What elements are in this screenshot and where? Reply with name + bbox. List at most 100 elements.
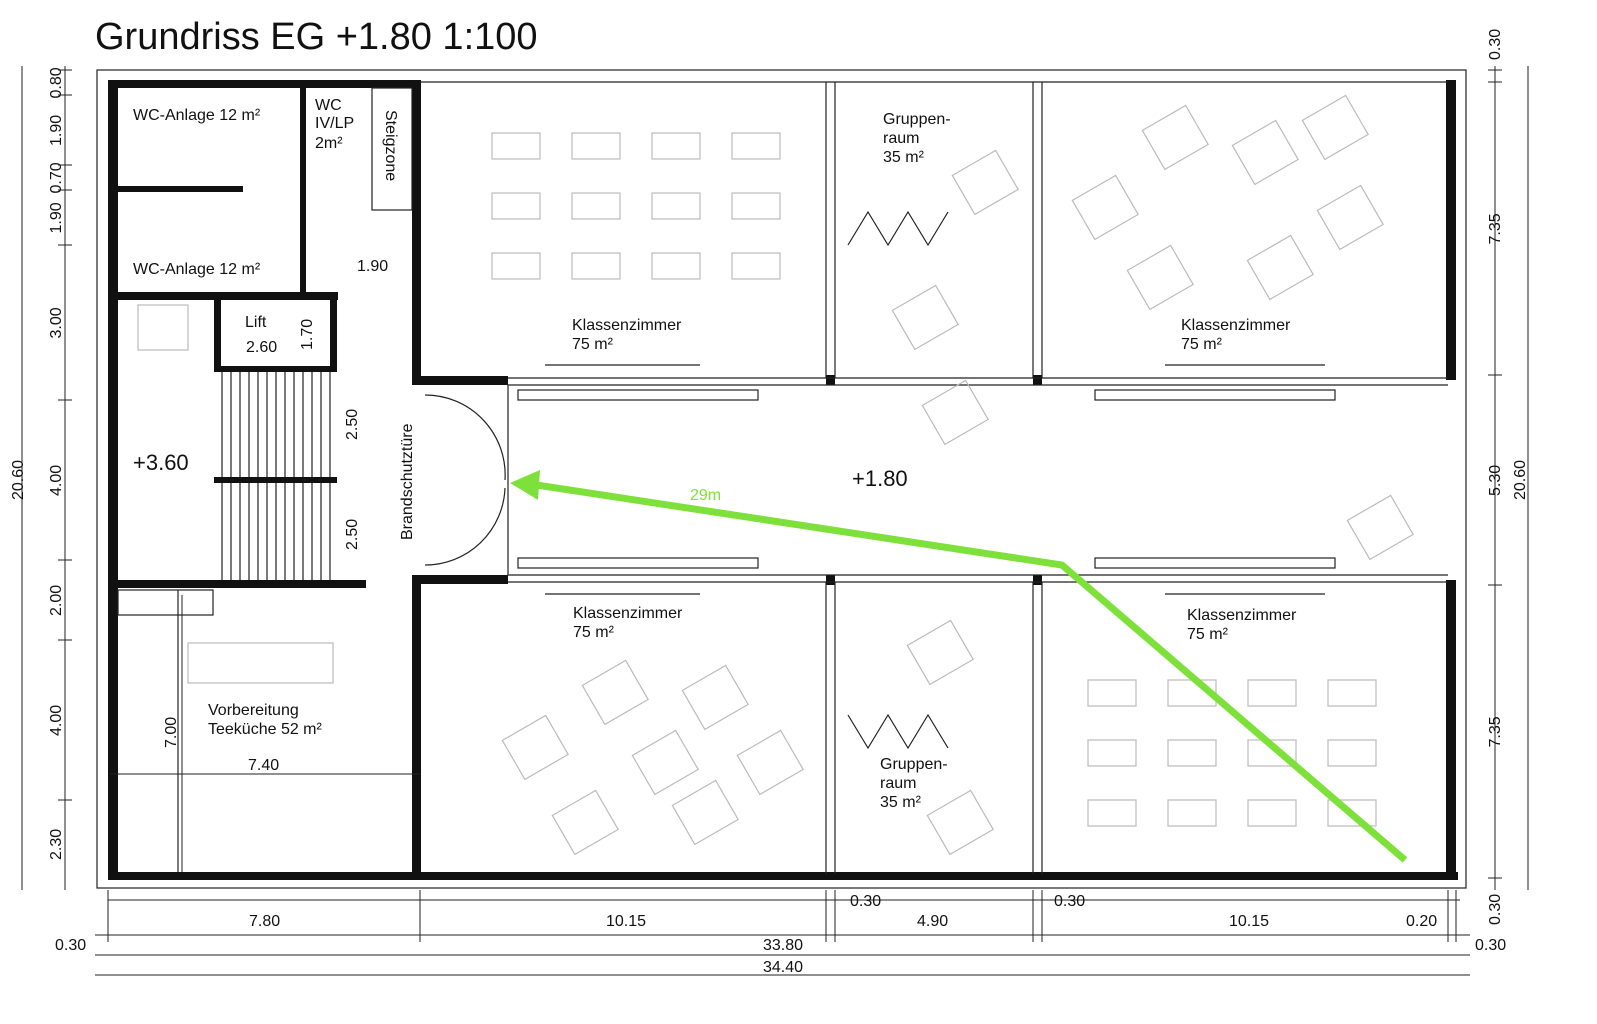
table-group [631,729,699,796]
corridor-width: 1.90 [357,258,388,275]
table-group [1071,174,1139,241]
room-steigzone: Steigzone [382,110,399,181]
dim-left-8: 2.30 [48,829,65,860]
stair-dim-1: 2.50 [344,409,361,440]
dim-bottom-1: 10.15 [606,913,646,930]
dim-bottom-4: 0.30 [1054,893,1085,910]
room-klasse-tr-area: 75 m² [1181,336,1223,353]
table-group [1301,94,1369,161]
dim-bottom-right: 0.30 [1475,937,1506,954]
desk [731,192,781,220]
drawing-title: Grundriss EG +1.80 1:100 [95,16,538,58]
room-gruppe-b-area: 35 m² [880,794,922,811]
table-group [1246,234,1314,301]
desk [491,252,541,280]
desk [491,192,541,220]
teekueche-width: 7.40 [248,757,279,774]
dim-left-0: 0.80 [48,67,65,98]
room-gruppe-t-area: 35 m² [883,149,925,166]
room-wc-iv-area: 2m² [315,135,343,152]
escape-route: 29m [510,470,1408,863]
dim-left-1: 1.90 [48,115,65,146]
dim-left-5: 4.00 [48,465,65,496]
table-group [671,779,739,846]
dim-bottom-0: 7.80 [249,913,280,930]
plot-outline [96,69,1467,889]
table-group [921,379,989,446]
table-group [551,789,619,856]
dim-left-3: 1.90 [48,202,65,233]
desk [1087,679,1137,707]
furniture [137,94,1414,856]
room-gruppe-b-2: raum [880,775,916,792]
room-lift: Lift [245,314,267,331]
dim-right-2: 5.30 [1487,465,1504,496]
desk [731,132,781,160]
table-group [1141,104,1209,171]
dim-bottom-2: 0.30 [850,893,881,910]
fire-door-label: Brandschutztüre [399,423,416,540]
room-gruppe-t: Gruppen- [883,111,951,128]
dim-right-3: 7.35 [1487,716,1504,747]
desk [571,132,621,160]
room-teekueche: Vorbereitung [208,702,299,719]
partitions [117,81,1448,874]
room-klasse-tl-area: 75 m² [572,336,614,353]
lift-width: 2.60 [246,339,277,356]
desk [1247,679,1297,707]
room-klasse-br: Klassenzimmer [1187,607,1297,624]
room-wc-upper: WC-Anlage 12 m² [133,107,261,124]
room-teekueche-area: Teeküche 52 m² [208,721,323,738]
desk [1167,799,1217,827]
dim-right-1: 7.35 [1487,213,1504,244]
lift-depth: 1.70 [299,319,316,350]
desk [1087,739,1137,767]
room-klasse-bl-area: 75 m² [573,624,615,641]
table-group [926,789,994,856]
dim-right-total: 20.60 [1512,460,1529,500]
level-180: +1.80 [852,466,908,491]
dim-bottom-left: 0.30 [55,937,86,954]
escape-route-line [529,480,1408,863]
desk [1247,739,1297,767]
desk [491,132,541,160]
table-group [137,304,189,351]
dim-left-2: 0.70 [48,162,65,193]
table-group [1316,184,1384,251]
room-wc-iv: WC [315,97,342,114]
desk [651,252,701,280]
dim-right-0: 0.30 [1487,29,1504,60]
desk [1327,739,1377,767]
desk [1087,799,1137,827]
table-group [951,149,1019,216]
room-klasse-tr: Klassenzimmer [1181,317,1291,334]
room-klasse-bl: Klassenzimmer [573,605,683,622]
staircase [221,372,331,580]
table-group [187,642,334,684]
desk [571,252,621,280]
dim-right-4: 0.30 [1487,894,1504,925]
dim-bottom-3: 4.90 [917,913,948,930]
desk [651,132,701,160]
room-wc-lower: WC-Anlage 12 m² [133,261,261,278]
desk [1247,799,1297,827]
desk [731,252,781,280]
teekueche-depth: 7.00 [163,717,180,748]
room-klasse-br-area: 75 m² [1187,626,1229,643]
desk [1327,799,1377,827]
desk [651,192,701,220]
stair-dim-2: 2.50 [344,519,361,550]
desk [1327,679,1377,707]
table-group [891,284,959,351]
table-group [581,659,649,726]
walls [108,80,1458,880]
room-gruppe-t-2: raum [883,130,919,147]
room-labels: WC-Anlage 12 m² WC-Anlage 12 m² WC IV/LP… [110,97,1297,872]
dim-left-4: 3.00 [48,307,65,338]
room-gruppe-b: Gruppen- [880,756,948,773]
room-klasse-tl: Klassenzimmer [572,317,682,334]
room-wc-iv-type: IV/LP [315,115,354,132]
table-group [501,714,569,781]
table-group [681,664,749,731]
